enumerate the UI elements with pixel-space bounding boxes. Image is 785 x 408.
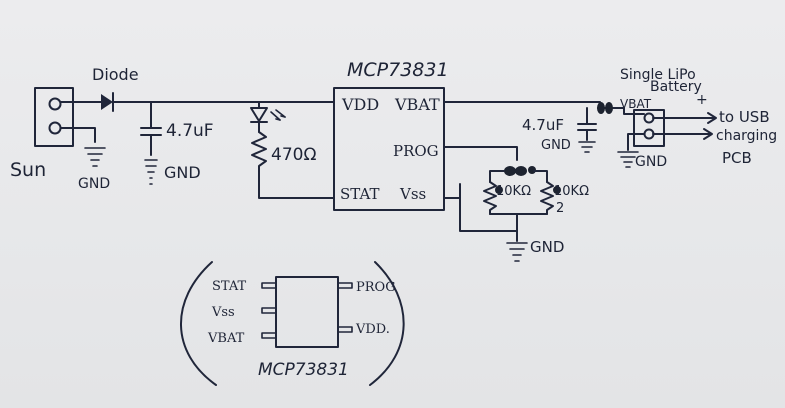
chip-body xyxy=(333,87,445,211)
pin-vss: Vss xyxy=(399,185,426,203)
output-capacitor xyxy=(577,107,597,153)
battery-connector xyxy=(615,107,717,168)
cap-right-label: 4.7uF xyxy=(522,116,564,134)
pin-vdd: VDD xyxy=(341,95,379,114)
diode-label: Diode xyxy=(92,65,139,84)
resistor-a-label: 10KΩ xyxy=(496,184,531,199)
gnd-label-left: GND xyxy=(78,176,110,192)
battery-label-2: Battery xyxy=(650,79,702,95)
battery-connector-dots xyxy=(597,102,613,114)
package-pin-prog: PROG xyxy=(356,280,396,295)
vss-ground-wire xyxy=(443,183,518,232)
battery-label-1: Single LiPo xyxy=(620,67,696,83)
gnd-cap-right-label: GND xyxy=(541,138,571,153)
charging-label: charging xyxy=(716,128,777,144)
pin-vbat: VBAT xyxy=(394,95,440,114)
diode-symbol xyxy=(101,92,114,112)
package-pin-vss: Vss xyxy=(211,305,235,320)
solar-panel-connector xyxy=(34,87,96,147)
vbat-battery-label: VBAT xyxy=(620,97,652,111)
ground-symbol-left xyxy=(84,147,106,167)
to-usb-label: to USB xyxy=(719,108,770,126)
led-resistor-label: 470Ω xyxy=(271,145,316,165)
pcb-label: PCB xyxy=(722,149,752,167)
led-resistor xyxy=(251,131,335,199)
vbat-wire xyxy=(443,101,601,109)
sun-label: Sun xyxy=(10,159,46,181)
resistor-b-label: 10KΩ xyxy=(554,184,589,199)
package-pinout xyxy=(180,261,405,386)
status-led xyxy=(250,101,286,133)
input-capacitor xyxy=(140,101,162,185)
gnd-battery-label: GND xyxy=(635,154,667,170)
pin-stat: STAT xyxy=(340,185,379,203)
gnd-cap-left-label: GND xyxy=(164,163,201,182)
gnd-bottom-label: GND xyxy=(530,238,564,256)
package-title: MCP73831 xyxy=(258,360,349,380)
package-pin-vdd: VDD. xyxy=(355,322,390,337)
pin-prog: PROG xyxy=(393,142,439,160)
resistor-b-number: 2 xyxy=(556,201,564,216)
package-pin-vbat: VBAT xyxy=(207,331,245,346)
plus-label: + xyxy=(696,92,708,108)
cap-left-label: 4.7uF xyxy=(166,121,214,141)
package-pin-stat: STAT xyxy=(212,279,247,294)
chip-title: MCP73831 xyxy=(347,59,449,81)
ground-symbol-bottom xyxy=(506,242,528,262)
prog-resistor-network xyxy=(443,146,561,215)
